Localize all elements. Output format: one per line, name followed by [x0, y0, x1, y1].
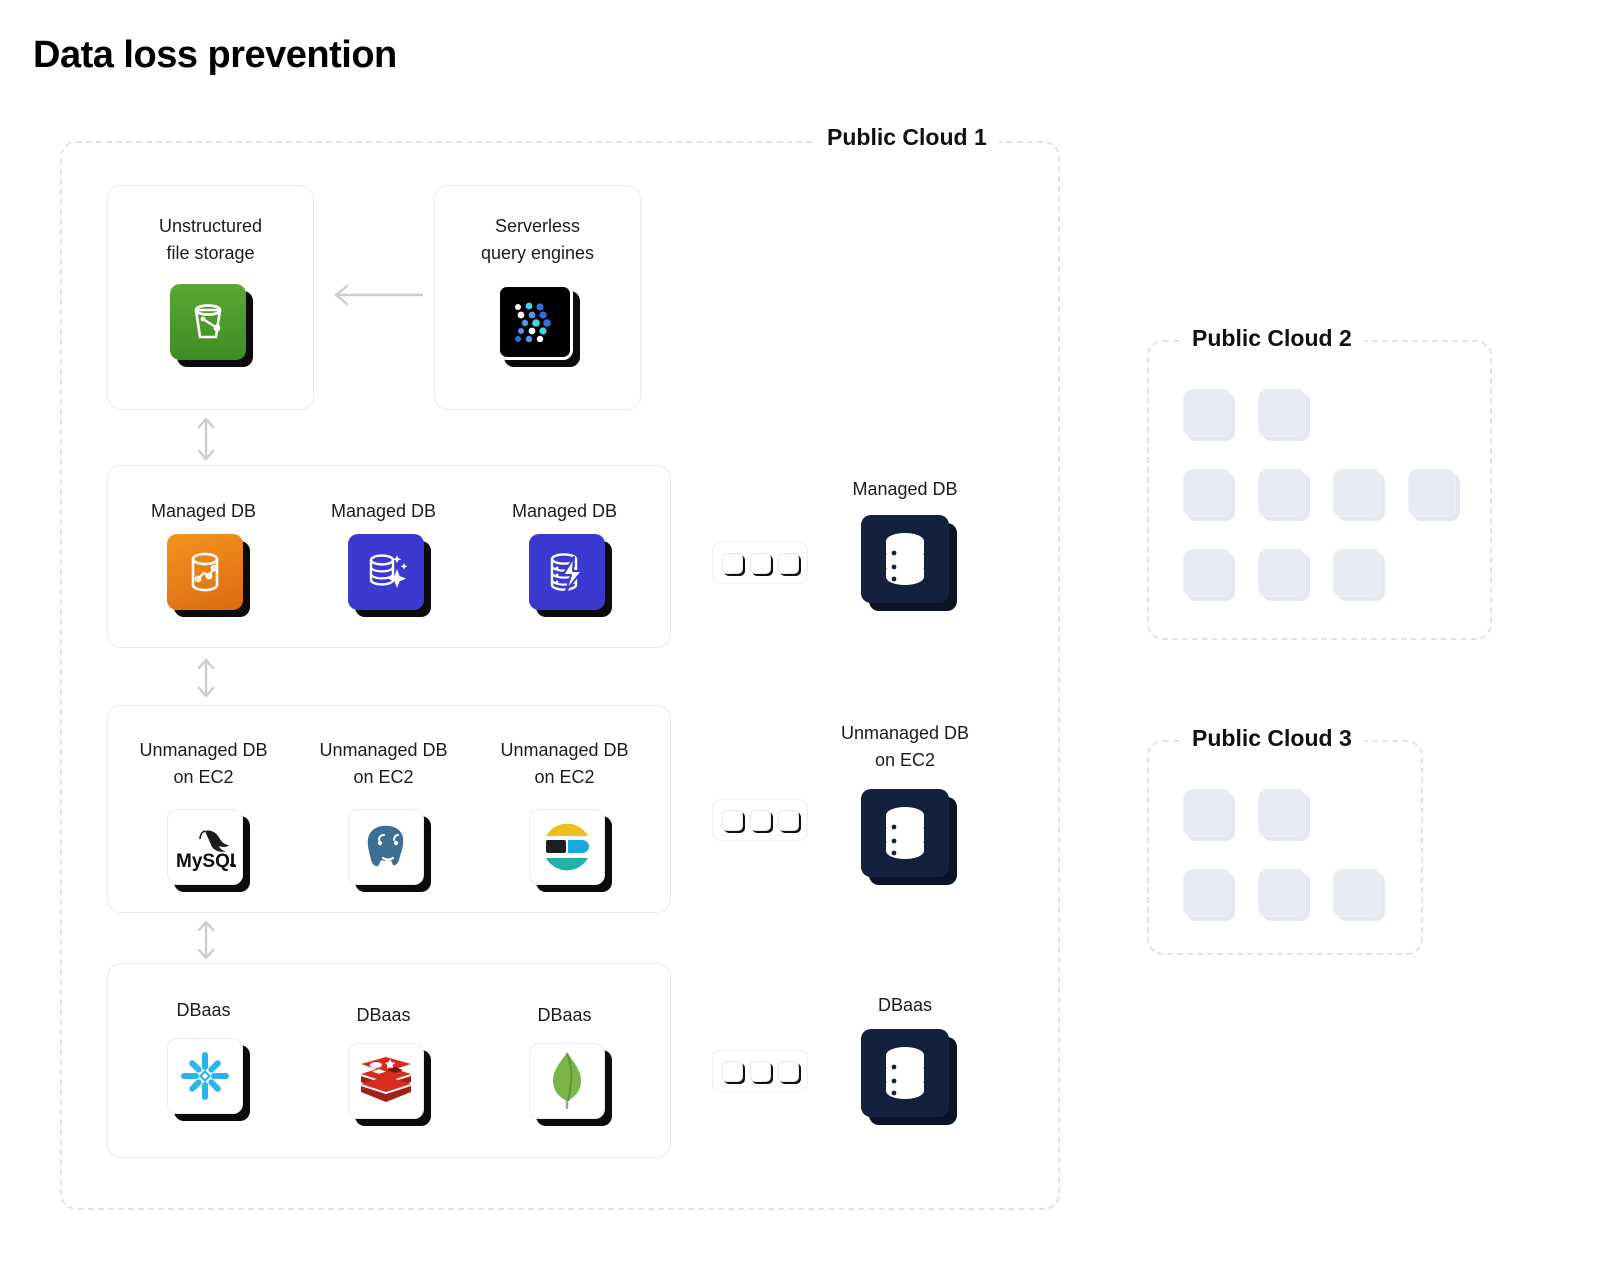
rounded-square-placeholder: [721, 1060, 745, 1084]
placeholder-square: [1258, 869, 1310, 921]
redshift-cylinder-icon: [167, 534, 250, 617]
database-icon-unmanaged: [861, 789, 957, 885]
placeholder-square: [1183, 869, 1235, 921]
postgresql-elephant-icon: [348, 809, 431, 892]
rounded-square-placeholder: [777, 809, 801, 833]
card-unstructured-title: Unstructured file storage: [158, 216, 263, 263]
managed-db-label-1: Managed DB: [150, 501, 257, 521]
dbaas-label-2: DBaas: [356, 1005, 411, 1025]
managed-db-label-2: Managed DB: [330, 501, 437, 521]
placeholder-square: [1183, 549, 1235, 601]
placeholder-square: [1333, 869, 1385, 921]
database-icon-dbaas: [861, 1029, 957, 1125]
placeholder-square: [1258, 469, 1310, 521]
rounded-square-placeholder: [721, 552, 745, 576]
right-managed-db-label: Managed DB: [852, 479, 958, 499]
placeholder-square: [1258, 789, 1310, 841]
s3-bucket-icon: [170, 284, 253, 367]
elasticsearch-icon: [529, 809, 612, 892]
placeholder-square: [1183, 789, 1235, 841]
database-icon-managed: [861, 515, 957, 611]
card-unstructured-file-storage[interactable]: [107, 185, 314, 410]
public-cloud-3-container: [1147, 740, 1423, 955]
public-cloud-1-label: Public Cloud 1: [815, 126, 999, 149]
placeholder-dots-dbaas[interactable]: [712, 1050, 808, 1092]
placeholder-square: [1183, 469, 1235, 521]
right-unmanaged-db-label: Unmanaged DB on EC2: [840, 723, 970, 770]
unmanaged-db-label-2: Unmanaged DB on EC2: [319, 740, 448, 787]
athena-dots-icon: [497, 284, 580, 367]
mongodb-leaf-icon: [529, 1043, 612, 1126]
arrow-serverless-to-storage-icon: [325, 282, 425, 313]
rounded-square-placeholder: [721, 809, 745, 833]
page-title: Data loss prevention: [33, 34, 397, 76]
database-lightning-icon: [529, 534, 612, 617]
unmanaged-db-label-1: Unmanaged DB on EC2: [139, 740, 268, 787]
rounded-square-placeholder: [777, 1060, 801, 1084]
rounded-square-placeholder: [749, 552, 773, 576]
arrow-unmanaged-to-dbaas-icon: [193, 918, 219, 967]
rounded-square-placeholder: [749, 1060, 773, 1084]
svg-text:MySQL: MySQL: [176, 851, 236, 872]
managed-db-label-3: Managed DB: [511, 501, 618, 521]
right-dbaas-label: DBaas: [877, 995, 933, 1015]
placeholder-square: [1258, 549, 1310, 601]
arrow-managed-to-unmanaged-icon: [193, 656, 219, 705]
unmanaged-db-label-3: Unmanaged DB on EC2: [500, 740, 629, 787]
redis-stack-icon: [348, 1043, 431, 1126]
snowflake-icon: [167, 1038, 250, 1121]
placeholder-square: [1183, 389, 1235, 441]
placeholder-square: [1408, 469, 1460, 521]
placeholder-square: [1333, 549, 1385, 601]
dbaas-label-3: DBaas: [537, 1005, 592, 1025]
arrow-storage-to-managed-icon: [193, 415, 219, 468]
public-cloud-1-container: [60, 141, 1060, 1210]
placeholder-square: [1258, 389, 1310, 441]
database-sparkle-icon: [348, 534, 431, 617]
mysql-dolphin-icon: MySQL: [167, 809, 250, 892]
placeholder-dots-managed[interactable]: [712, 542, 808, 584]
rounded-square-placeholder: [777, 552, 801, 576]
placeholder-dots-unmanaged[interactable]: [712, 799, 808, 841]
card-serverless-title: Serverless query engines: [480, 216, 595, 263]
dbaas-label-1: DBaas: [176, 1000, 231, 1020]
public-cloud-2-label: Public Cloud 2: [1180, 327, 1364, 350]
placeholder-square: [1333, 469, 1385, 521]
public-cloud-3-label: Public Cloud 3: [1180, 727, 1364, 750]
rounded-square-placeholder: [749, 809, 773, 833]
